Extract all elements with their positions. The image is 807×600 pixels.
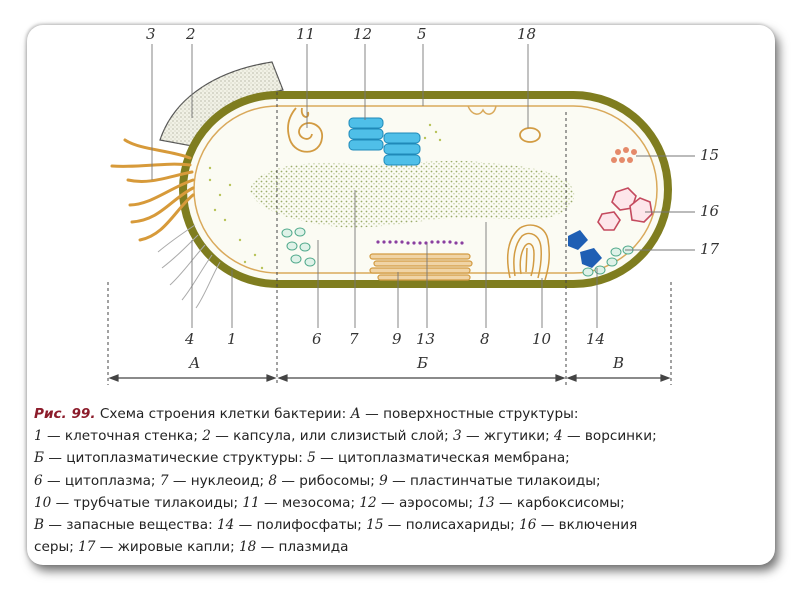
caption-line-6: В — запасные вещества: 14 — полифосфаты;…: [34, 517, 638, 534]
label-15: 15: [700, 146, 719, 164]
label-10: 10: [532, 330, 552, 348]
polysaccharides: [611, 147, 637, 163]
plasmid: [519, 127, 541, 143]
number-labels: 3 2 11 12 5 18 15 16 17 4 1 6 7 9 13 8 1…: [146, 25, 720, 372]
region-b-label: Б: [416, 354, 428, 372]
caption-line-7: серы; 17 — жировые капли; 18 — плазмида: [34, 539, 349, 556]
caption-line-2: 1 — клеточная стенка; 2 — капсула, или с…: [34, 428, 657, 445]
lamellar-thylakoids: [369, 253, 473, 281]
label-3: 3: [146, 25, 156, 43]
mesosome: [287, 107, 323, 153]
polyphosphates: [568, 230, 602, 268]
granules-left: [281, 227, 316, 267]
label-6: 6: [312, 330, 322, 348]
ribosome-chain: [376, 240, 464, 245]
label-1: 1: [227, 330, 237, 348]
label-5: 5: [417, 25, 427, 43]
tubular-thylakoids: [507, 224, 550, 281]
aerosomes: [348, 117, 421, 166]
pili: [157, 224, 221, 309]
label-12: 12: [353, 25, 372, 43]
cytoplasm-dots: [208, 123, 442, 270]
label-7: 7: [349, 330, 359, 348]
label-14: 14: [586, 330, 605, 348]
caption-line-4: 6 — цитоплазма; 7 — нуклеоид; 8 — рибосо…: [34, 472, 601, 489]
region-v-label: В: [612, 354, 624, 372]
label-13: 13: [416, 330, 435, 348]
nucleoid: [250, 160, 575, 228]
region-a-label: А: [188, 354, 200, 372]
caption-line-5: 10 — трубчатые тилакоиды; 11 — мезосома;…: [34, 494, 625, 511]
range-arrows: [108, 374, 671, 382]
label-4: 4: [184, 330, 195, 348]
leader-lines: [151, 44, 695, 328]
label-17: 17: [700, 240, 720, 258]
caption-line-1: Рис. 99. Схема строения клетки бактерии:…: [34, 406, 579, 422]
label-16: 16: [700, 202, 720, 220]
label-8: 8: [480, 330, 490, 348]
caption-line-3: Б — цитоплазматические структуры: 5 — ци…: [34, 450, 570, 467]
sulfur-inclusions: [597, 187, 653, 231]
figure-number: Рис. 99.: [34, 406, 96, 422]
region-dividers: [107, 92, 672, 385]
fat-droplets: [582, 245, 634, 277]
label-18: 18: [517, 25, 536, 43]
flagella: [110, 138, 195, 242]
label-9: 9: [392, 330, 402, 348]
figure-caption: Рис. 99. Схема строения клетки бактерии:…: [34, 403, 769, 558]
membrane-fold: [467, 105, 497, 115]
label-11: 11: [296, 25, 315, 43]
label-2: 2: [185, 25, 196, 43]
